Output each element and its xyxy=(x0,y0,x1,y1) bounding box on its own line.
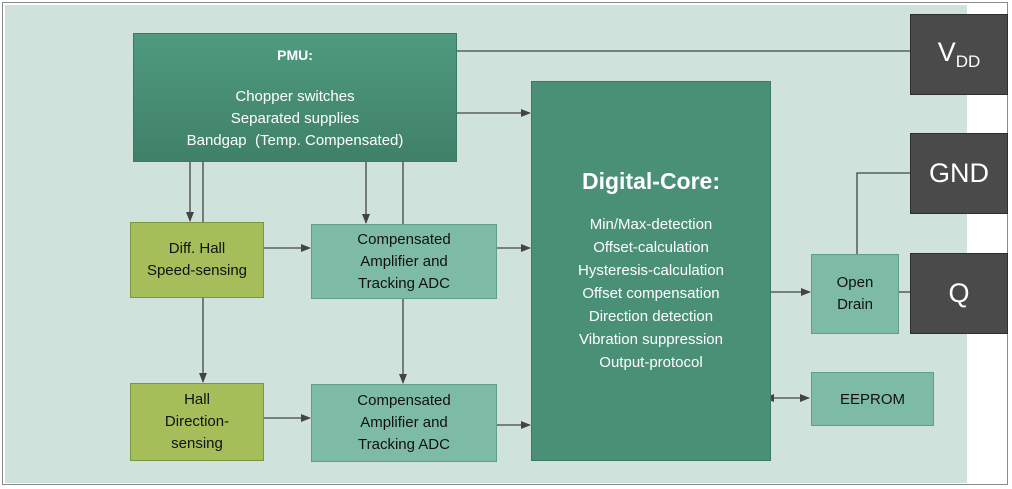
direction-sensing-line: sensing xyxy=(171,435,223,452)
vdd-subscript: DD xyxy=(955,52,981,71)
digital-core-title: Digital-Core: xyxy=(582,168,720,194)
amplifier-adc-top-block: Compensated Amplifier and Tracking ADC xyxy=(311,224,497,299)
amp-bottom-line: Compensated xyxy=(357,392,451,409)
core-item: Min/Max-detection xyxy=(589,216,713,233)
vdd-pin: VDD xyxy=(910,14,1008,95)
amp-top-line: Tracking ADC xyxy=(358,274,450,292)
direction-sensing-line: Hall xyxy=(184,391,210,408)
core-item: Vibration suppression xyxy=(579,331,723,348)
pmu-title: PMU: xyxy=(277,46,313,63)
amp-bottom-line: Amplifier and xyxy=(360,414,448,431)
open-drain-line: Open xyxy=(836,274,874,291)
pmu-line-supplies: Separated supplies xyxy=(230,109,360,127)
amp-bottom-line: Tracking ADC xyxy=(358,436,450,453)
core-item: Offset compensation xyxy=(582,285,720,302)
direction-sensing-block: Hall Direction- sensing xyxy=(130,383,264,461)
speed-sensing-line: Speed-sensing xyxy=(146,262,248,279)
open-drain-block: Open Drain xyxy=(811,254,899,334)
eeprom-label: EEPROM xyxy=(839,390,905,408)
open-drain-line: Drain xyxy=(837,296,873,313)
q-label: Q xyxy=(948,278,970,308)
gnd-label: GND xyxy=(929,158,989,188)
pmu-line-chopper: Chopper switches xyxy=(235,87,355,105)
direction-sensing-line: Direction- xyxy=(164,413,230,430)
wire-open-drain-gnd xyxy=(856,172,910,254)
speed-sensing-block: Diff. Hall Speed-sensing xyxy=(130,222,264,298)
q-pin: Q xyxy=(910,253,1008,334)
speed-sensing-line: Diff. Hall xyxy=(168,240,226,257)
eeprom-block: EEPROM xyxy=(811,372,934,426)
amp-top-line: Compensated xyxy=(357,230,451,248)
vdd-label: VDD xyxy=(938,37,981,72)
core-item: Direction detection xyxy=(588,308,714,325)
pmu-line-bandgap: Bandgap (Temp. Compensated) xyxy=(186,131,404,149)
amplifier-adc-bottom-block: Compensated Amplifier and Tracking ADC xyxy=(311,384,497,462)
gnd-pin: GND xyxy=(910,133,1008,214)
digital-core-block: Digital-Core: Min/Max-detection Offset-c… xyxy=(531,81,771,461)
core-item: Hysteresis-calculation xyxy=(578,262,724,279)
amp-top-line: Amplifier and xyxy=(360,252,448,270)
core-item: Offset-calculation xyxy=(593,239,709,256)
core-item: Output-protocol xyxy=(599,354,703,371)
pmu-block: PMU: Chopper switches Separated supplies… xyxy=(133,33,457,162)
vdd-main: V xyxy=(937,37,956,67)
